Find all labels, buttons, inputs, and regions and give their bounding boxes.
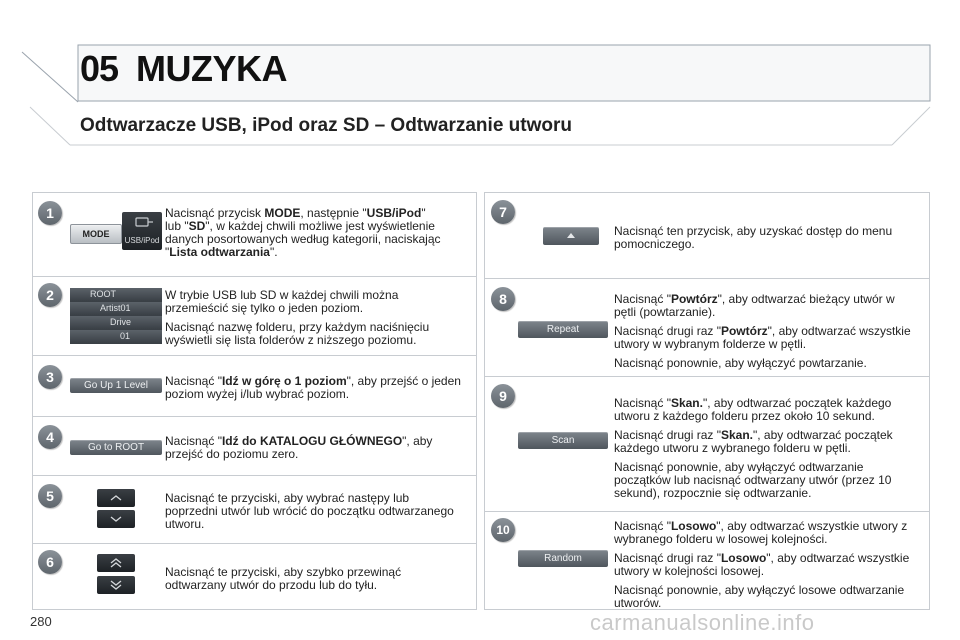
usb-icon: [135, 217, 153, 227]
next-track-button[interactable]: [97, 510, 135, 528]
step-1-text: Nacisnąć przycisk MODE, następnie "USB/i…: [165, 206, 441, 259]
step-8-text: Nacisnąć "Powtórz", aby odtwarzać bieżąc…: [614, 292, 911, 370]
chevron-up-icon: [110, 495, 122, 501]
random-button[interactable]: Random: [518, 550, 608, 567]
folder-list: ROOT Artist01 Drive 01: [70, 288, 162, 344]
step-5-text: Nacisnąć te przyciski, aby wybrać następ…: [165, 491, 454, 531]
folder-row-track[interactable]: 01: [70, 330, 162, 343]
triangle-up-icon: [567, 233, 575, 238]
step-10-text: Nacisnąć "Losowo", aby odtwarzać wszystk…: [614, 519, 910, 610]
divider: [32, 475, 477, 476]
divider: [484, 376, 930, 377]
step-2-text: W trybie USB lub SD w każdej chwili możn…: [165, 288, 430, 347]
divider: [484, 511, 930, 512]
fast-forward-button[interactable]: [97, 576, 135, 594]
divider: [32, 416, 477, 417]
step-badge-9: 9: [491, 384, 515, 408]
watermark: carmanualsonline.info: [590, 610, 815, 635]
chevron-down-icon: [110, 516, 122, 522]
double-chevron-down-icon: [110, 580, 122, 590]
divider: [32, 355, 477, 356]
folder-row-drive[interactable]: Drive: [70, 316, 162, 329]
step-badge-7: 7: [491, 200, 515, 224]
previous-track-button[interactable]: [97, 489, 135, 507]
step-badge-10: 10: [491, 518, 515, 542]
folder-row-root[interactable]: ROOT: [70, 288, 162, 301]
right-panel: [484, 192, 930, 610]
step-9-text: Nacisnąć "Skan.", aby odtwarzać początek…: [614, 396, 893, 500]
section-subtitle: Odtwarzacze USB, iPod oraz SD – Odtwarza…: [80, 115, 572, 136]
chapter-number: 05: [80, 48, 119, 89]
folder-row-artist[interactable]: Artist01: [70, 302, 162, 315]
step-badge-4: 4: [38, 425, 62, 449]
usb-ipod-button[interactable]: USB/iPod: [122, 212, 162, 250]
left-panel: [32, 192, 477, 610]
go-to-root-button[interactable]: Go to ROOT: [70, 440, 162, 455]
chapter-title: MUZYKA: [136, 48, 287, 89]
subtitle-decoration: [29, 106, 931, 146]
step-badge-5: 5: [38, 484, 62, 508]
step-badge-1: 1: [38, 201, 62, 225]
mode-button[interactable]: MODE: [70, 224, 122, 244]
divider: [32, 543, 477, 544]
step-badge-2: 2: [38, 283, 62, 307]
go-up-level-button[interactable]: Go Up 1 Level: [70, 378, 162, 393]
scan-button[interactable]: Scan: [518, 432, 608, 449]
submenu-button[interactable]: [543, 227, 599, 245]
step-badge-6: 6: [38, 550, 62, 574]
step-7-text: Nacisnąć ten przycisk, aby uzyskać dostę…: [614, 224, 893, 251]
header-decoration: [21, 44, 931, 103]
fast-rewind-button[interactable]: [97, 554, 135, 572]
page-number: 280: [30, 614, 52, 629]
step-3-text: Nacisnąć "Idź w górę o 1 poziom", aby pr…: [165, 374, 461, 401]
divider: [484, 278, 930, 279]
double-chevron-up-icon: [110, 558, 122, 568]
divider: [32, 276, 477, 277]
step-6-text: Nacisnąć te przyciski, aby szybko przewi…: [165, 565, 402, 592]
step-badge-8: 8: [491, 287, 515, 311]
step-badge-3: 3: [38, 365, 62, 389]
repeat-button[interactable]: Repeat: [518, 321, 608, 338]
usb-ipod-label: USB/iPod: [124, 236, 160, 245]
step-4-text: Nacisnąć "Idź do KATALOGU GŁÓWNEGO", aby…: [165, 434, 433, 461]
